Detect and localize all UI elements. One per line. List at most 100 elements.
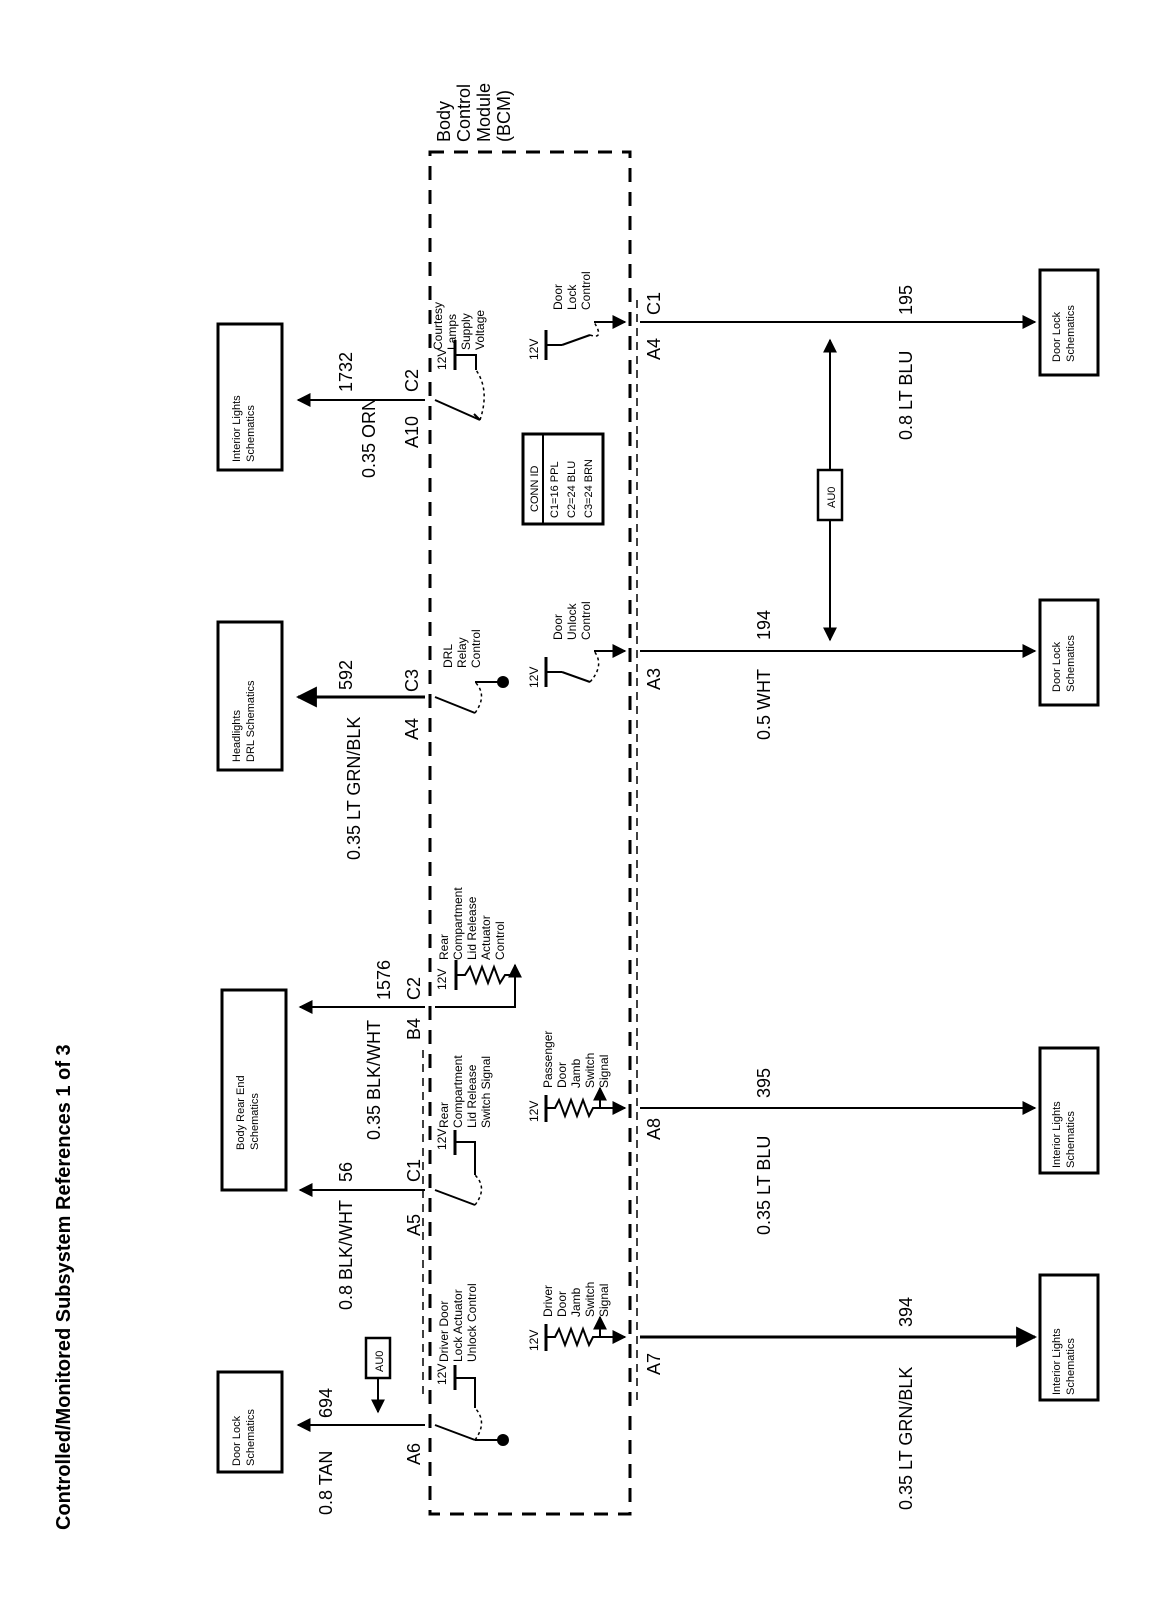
svg-text:Interior Lights: Interior Lights [1051, 1101, 1063, 1168]
box-door-lock-right-2[interactable]: Door Lock Schematics [1038, 598, 1100, 707]
svg-text:Switch Signal: Switch Signal [479, 1056, 493, 1128]
svg-text:B4: B4 [404, 1018, 424, 1040]
conn-id-table: CONN ID C1=16 PPL C2=24 BLU C3=24 BRN [521, 432, 605, 526]
svg-text:12V: 12V [527, 667, 541, 688]
bcm-name: Body Control Module (BCM) [434, 83, 514, 142]
svg-text:12V: 12V [435, 1129, 449, 1150]
svg-text:Door: Door [551, 284, 565, 310]
svg-text:Switch: Switch [583, 1053, 597, 1088]
svg-text:A4: A4 [402, 718, 422, 740]
svg-text:394: 394 [896, 1297, 916, 1327]
svg-text:Driver: Driver [541, 1285, 555, 1317]
svg-text:Rear: Rear [437, 934, 451, 960]
svg-text:592: 592 [336, 660, 356, 690]
svg-text:12V: 12V [435, 969, 449, 990]
ground-icon [497, 1434, 509, 1446]
svg-text:Schematics: Schematics [245, 405, 257, 462]
circuit-56: 0.8 BLK/WHT 56 A5 C1 12V Rear Compartmen… [298, 1055, 493, 1310]
svg-text:Schematics: Schematics [1065, 1111, 1077, 1168]
svg-text:AU0: AU0 [374, 1351, 386, 1372]
svg-text:Control: Control [579, 601, 593, 640]
svg-text:Door: Door [551, 614, 565, 640]
svg-text:Unlock: Unlock [565, 602, 579, 640]
box-interior-lights-right-2[interactable]: Interior Lights Schematics [1038, 1273, 1100, 1402]
circuit-195: 0.8 LT BLU 195 A4 C1 12V Door Lock Contr… [527, 271, 1037, 440]
svg-text:Voltage: Voltage [473, 310, 487, 350]
box-interior-lights-right-1[interactable]: Interior Lights Schematics [1038, 1046, 1100, 1175]
svg-text:A10: A10 [402, 416, 422, 448]
svg-text:0.5 WHT: 0.5 WHT [754, 669, 774, 740]
svg-text:Compartment: Compartment [451, 1055, 465, 1128]
svg-text:A7: A7 [644, 1353, 664, 1375]
svg-text:DRL Schematics: DRL Schematics [245, 680, 257, 762]
svg-text:Unlock Control: Unlock Control [465, 1283, 479, 1362]
svg-text:A3: A3 [644, 668, 664, 690]
svg-text:0.35 ORN: 0.35 ORN [359, 398, 379, 478]
svg-text:C1=16 PPL: C1=16 PPL [549, 461, 561, 518]
option-badge-au0: AU0 [364, 1336, 392, 1414]
box-interior-lights-top[interactable]: Interior Lights Schematics [216, 322, 284, 472]
svg-text:C2: C2 [404, 977, 424, 1000]
option-link-au0: AU0 [816, 338, 844, 642]
svg-text:Switch: Switch [583, 1282, 597, 1317]
svg-text:Signal: Signal [597, 1055, 611, 1088]
svg-text:195: 195 [896, 285, 916, 315]
svg-text:Lid Release: Lid Release [465, 1064, 479, 1128]
svg-text:CONN ID: CONN ID [529, 466, 541, 513]
svg-text:Schematics: Schematics [1065, 1338, 1077, 1395]
svg-text:A8: A8 [644, 1118, 664, 1140]
circuit-694: 0.8 TAN 694 A6 AU0 12V Driver Door Lock … [296, 1283, 509, 1515]
svg-text:Headlights: Headlights [231, 710, 243, 762]
svg-text:56: 56 [336, 1162, 356, 1182]
circuit-1576: 0.35 BLK/WHT 1576 B4 C2 12V Rear Compart… [298, 887, 522, 1140]
svg-text:Schematics: Schematics [1065, 635, 1077, 692]
bcm-boundary [428, 150, 632, 1516]
svg-text:AU0: AU0 [826, 487, 838, 508]
svg-text:A4: A4 [644, 338, 664, 360]
svg-text:12V: 12V [527, 1101, 541, 1122]
ground-icon [497, 676, 509, 688]
svg-text:Jamb: Jamb [569, 1287, 583, 1317]
svg-text:C1: C1 [644, 292, 664, 315]
svg-text:Supply: Supply [459, 313, 473, 350]
circuit-592: 0.35 LT GRN/BLK 592 A4 C3 DRL Relay Cont… [295, 629, 509, 860]
svg-text:C1: C1 [404, 1159, 424, 1182]
svg-text:Lid Release: Lid Release [465, 896, 479, 960]
svg-text:12V: 12V [527, 339, 541, 360]
svg-text:395: 395 [754, 1068, 774, 1098]
circuit-194: 0.5 WHT 194 A3 12V Door Unlock Control [527, 601, 1037, 740]
svg-text:12V: 12V [435, 349, 449, 370]
svg-text:Passenger: Passenger [541, 1031, 555, 1088]
svg-text:1576: 1576 [374, 960, 394, 1000]
svg-text:Driver Door: Driver Door [437, 1301, 451, 1362]
svg-text:Lock: Lock [565, 284, 579, 310]
circuit-1732: 0.35 ORN 1732 A10 C2 12V Courtesy Lamps … [296, 302, 487, 478]
svg-text:Signal: Signal [597, 1284, 611, 1317]
svg-text:0.35 LT GRN/BLK: 0.35 LT GRN/BLK [896, 1367, 916, 1510]
svg-text:Jamb: Jamb [569, 1058, 583, 1088]
svg-text:0.8 TAN: 0.8 TAN [316, 1451, 336, 1515]
svg-text:Lock Actuator: Lock Actuator [451, 1289, 465, 1362]
svg-text:0.35 LT BLU: 0.35 LT BLU [754, 1136, 774, 1235]
box-body-rear-end[interactable]: Body Rear End Schematics [220, 988, 288, 1192]
svg-text:Lamps: Lamps [445, 314, 459, 350]
svg-text:Door: Door [555, 1062, 569, 1088]
svg-text:694: 694 [316, 1388, 336, 1418]
svg-text:Door Lock: Door Lock [231, 1415, 243, 1466]
svg-text:1732: 1732 [336, 352, 356, 392]
box-door-lock-right-1[interactable]: Door Lock Schematics [1038, 268, 1100, 377]
box-door-lock-top[interactable]: Door Lock Schematics [216, 1370, 284, 1474]
svg-text:12V: 12V [435, 1364, 449, 1385]
svg-text:C2=24 BLU: C2=24 BLU [566, 461, 578, 518]
svg-text:0.8 LT BLU: 0.8 LT BLU [896, 351, 916, 440]
svg-text:(BCM): (BCM) [494, 90, 514, 142]
svg-text:Module: Module [474, 83, 494, 142]
svg-text:C3: C3 [402, 669, 422, 692]
svg-text:Door Lock: Door Lock [1051, 641, 1063, 692]
svg-text:Rear: Rear [437, 1102, 451, 1128]
box-headlights-drl[interactable]: Headlights DRL Schematics [216, 620, 284, 772]
svg-text:Schematics: Schematics [245, 1409, 257, 1466]
svg-text:Control: Control [469, 629, 483, 668]
svg-text:Relay: Relay [455, 637, 469, 668]
svg-text:Compartment: Compartment [451, 887, 465, 960]
